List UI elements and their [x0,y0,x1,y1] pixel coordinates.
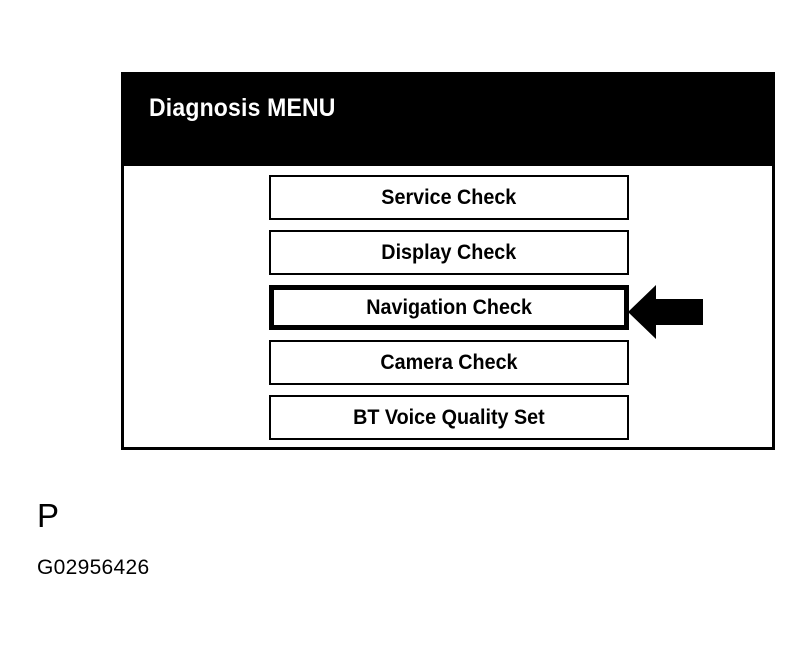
diagnosis-screen-frame: Diagnosis MENU Service Check Display Che… [121,72,775,450]
menu-item-label: Service Check [381,186,517,209]
menu-item-bt-voice-quality-set[interactable]: BT Voice Quality Set [269,395,629,440]
screen-title-bar: Diagnosis MENU [124,75,772,166]
menu-item-camera-check[interactable]: Camera Check [269,340,629,385]
menu-item-navigation-check[interactable]: Navigation Check [269,285,629,330]
arrow-left-icon [628,285,703,339]
menu-item-label: Camera Check [380,351,518,374]
menu-item-label: Display Check [381,241,517,264]
diagnosis-menu-list: Service Check Display Check Navigation C… [269,175,629,440]
menu-item-service-check[interactable]: Service Check [269,175,629,220]
caption-letter: P [37,497,60,534]
menu-item-display-check[interactable]: Display Check [269,230,629,275]
caption-figure-code: G02956426 [37,556,150,579]
page-title: Diagnosis MENU [149,94,336,122]
menu-item-label: Navigation Check [366,296,532,319]
menu-item-label: BT Voice Quality Set [353,406,545,429]
